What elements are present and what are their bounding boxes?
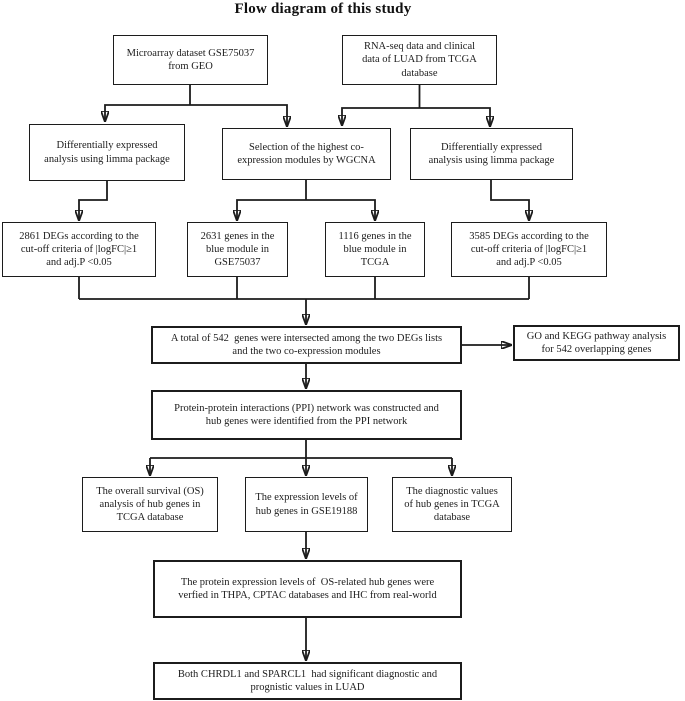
node-genes-1116-blue-module: 1116 genes in the blue module in TCGA [325, 222, 425, 277]
connector-limma-right-to-degs3585 [490, 180, 529, 220]
node-diagnostic-values-tcga: The diagnostic values of hub genes in TC… [392, 477, 512, 532]
node-go-kegg-analysis: GO and KEGG pathway analysis for 542 ove… [513, 325, 680, 361]
connector-split-wgcna [237, 199, 375, 220]
node-microarray-gse75037: Microarray dataset GSE75037 from GEO [113, 35, 268, 85]
connector-limma-left-to-degs2861 [79, 181, 108, 220]
node-rnaseq-tcga: RNA-seq data and clinical data of LUAD f… [342, 35, 497, 85]
node-genes-2631-blue-module: 2631 genes in the blue module in GSE7503… [187, 222, 288, 277]
node-conclusion-chrdl1-sparcl1: Both CHRDL1 and SPARCL1 had significant … [153, 662, 462, 700]
node-os-analysis: The overall survival (OS) analysis of hu… [82, 477, 218, 532]
node-wgcna-modules: Selection of the highest co- expression … [222, 128, 391, 180]
node-protein-verification: The protein expression levels of OS-rela… [153, 560, 462, 618]
connector-split-rnaseq [342, 107, 490, 126]
node-intersection-542-genes: A total of 542 genes were intersected am… [151, 326, 462, 364]
node-ppi-network: Protein-protein interactions (PPI) netwo… [151, 390, 462, 440]
node-degs-2861: 2861 DEGs according to the cut-off crite… [2, 222, 156, 277]
node-limma-analysis-right: Differentially expressed analysis using … [410, 128, 573, 180]
figure-title: Flow diagram of this study [234, 1, 412, 17]
node-degs-3585: 3585 DEGs according to the cut-off crite… [451, 222, 607, 277]
node-expression-gse19188: The expression levels of hub genes in GS… [245, 477, 368, 532]
node-limma-analysis-left: Differentially expressed analysis using … [29, 124, 185, 181]
connector-split-microarray [105, 104, 287, 126]
